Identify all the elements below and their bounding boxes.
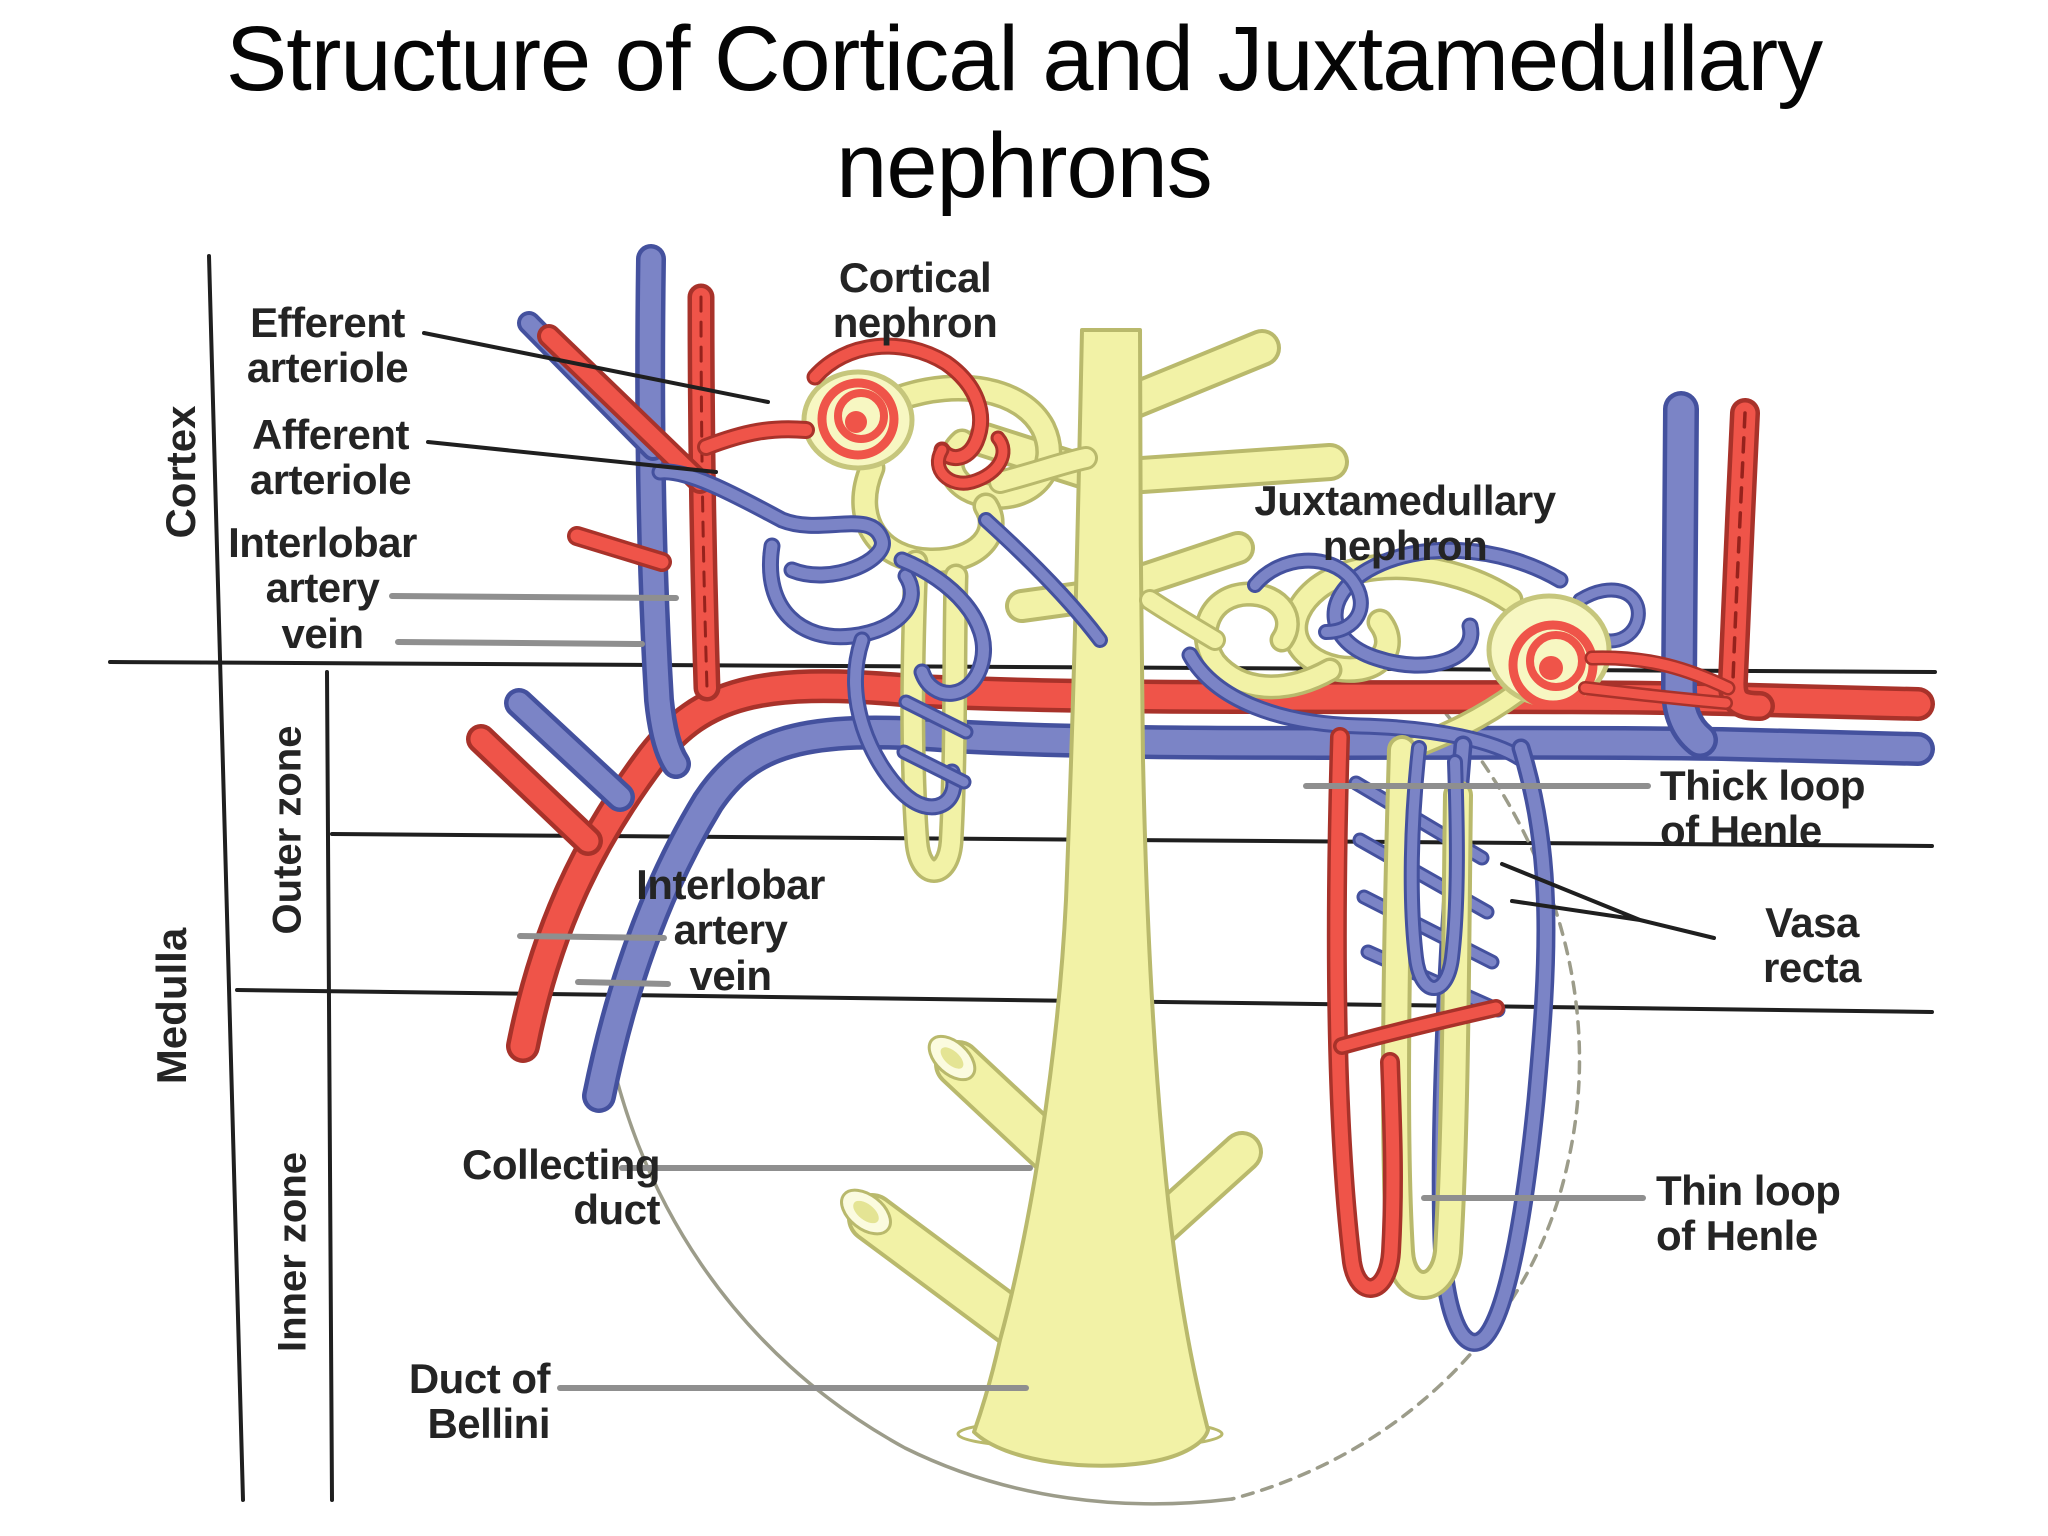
descending-vasa-recta [1330, 730, 1400, 1295]
cd-cut-tube [851, 1197, 1033, 1343]
jm-capillary [1250, 555, 1366, 637]
jm-glomerulus-coil [1526, 631, 1586, 691]
glomerulus-coil [834, 389, 888, 443]
efferent-meander [933, 433, 1008, 488]
vasa-recta-leader [1500, 862, 1716, 940]
peritubular-capillary [850, 634, 960, 813]
thin-loop [1384, 739, 1469, 1296]
interlobar-vein-cortex-leader [395, 639, 645, 647]
label-collecting-duct: Collecting duct [461, 1141, 661, 1234]
afferent-arteriole-vessel [700, 423, 812, 453]
region-label-cortex: Cortex [157, 405, 204, 539]
interlobar-artery-medulla-leader [517, 933, 667, 941]
jm-capillary [1184, 649, 1526, 764]
interlobar-artery-cortex-leader [389, 593, 679, 601]
medulla-zone-bracket-line [325, 670, 334, 1502]
cortex-medulla-boundary-line [108, 660, 1937, 674]
cd-cut-tube [938, 1044, 1072, 1172]
label-thin-loop-of-henle: Thin loop of Henle [1656, 1167, 1841, 1260]
label-juxtamedullary-nephron: Juxtamedullary nephron [1254, 477, 1556, 570]
collecting-duct-tree [840, 328, 1349, 1468]
right-artery-dashed-centerline [1731, 411, 1747, 682]
jm-connecting-tubule [1142, 592, 1223, 648]
cortical-nephron [651, 337, 1108, 883]
jm-efferent [1580, 683, 1731, 708]
cut-tube-lumen [940, 1047, 964, 1069]
jm-capillary [1329, 544, 1566, 671]
cd-branch [1127, 447, 1345, 490]
papilla-outline-right [1230, 682, 1582, 1501]
jm-afferent [1587, 652, 1733, 693]
glomerulus-core [845, 411, 867, 433]
peritubular-capillary [765, 540, 917, 643]
capillary-diagonal [981, 515, 1105, 645]
cut-tube-lumen [853, 1200, 879, 1224]
short-vasa-recta [1406, 743, 1462, 993]
jm-glomerulus-core [1539, 656, 1563, 680]
label-vasa-recta: Vasa recta [1763, 899, 1861, 992]
interlobular-vessels-right [1661, 391, 1775, 758]
artery-diagonal-branch [541, 328, 708, 490]
leader-lines [389, 331, 1716, 1391]
arcuate-artery [510, 673, 1931, 1059]
label-interlobar-cortex: Interlobar artery vein [228, 519, 417, 657]
interlobular-vessels-left [517, 244, 721, 779]
glomerulus-coil [817, 378, 899, 460]
afferent-leader-line [426, 440, 718, 474]
cortex-medulla-bracket-line [207, 254, 245, 1502]
label-cortical-nephron: Cortical nephron [832, 254, 998, 347]
juxtamedullary-nephron [1139, 541, 1736, 767]
vasa-recta-red-rung [1336, 1002, 1502, 1052]
papilla-outline-left [601, 1013, 1234, 1506]
interlobar-vein-medulla-leader [575, 979, 671, 987]
region-label-inner-zone: Inner zone [270, 1151, 315, 1353]
efferent-arteriole-vessel [809, 340, 986, 463]
label-thick-loop-of-henle: Thick loop of Henle [1660, 762, 1866, 855]
region-label-medulla: Medulla [148, 927, 195, 1085]
vein-branch-stub [508, 692, 631, 808]
label-interlobar-medulla: Interlobar artery vein [636, 861, 825, 999]
artery-small-stub [570, 529, 669, 569]
artery-dashed-centerline [699, 295, 709, 690]
cd-branch [1120, 333, 1277, 415]
cd-branch [1129, 535, 1251, 593]
label-afferent-arteriole: Afferent arteriole [249, 411, 412, 504]
peritubular-capillary [654, 466, 888, 581]
interlobular-vein [639, 248, 687, 775]
right-vein [1665, 395, 1714, 754]
peritubular-capillary [896, 554, 989, 699]
collecting-duct-trunk [972, 328, 1210, 1468]
vasa-recta-and-thin-loop [1326, 727, 1556, 1352]
artery-branch-stub [470, 728, 599, 852]
region-label-outer-zone: Outer zone [265, 725, 310, 935]
connecting-tubule [991, 449, 1095, 491]
slide-title: Structure of Cortical and Juxtamedullary… [225, 8, 1823, 217]
label-duct-of-bellini: Duct of Bellini [408, 1355, 551, 1448]
efferent-leader-line [422, 331, 770, 404]
capillary-rungs [899, 697, 971, 787]
label-efferent-arteriole: Efferent arteriole [246, 299, 409, 392]
